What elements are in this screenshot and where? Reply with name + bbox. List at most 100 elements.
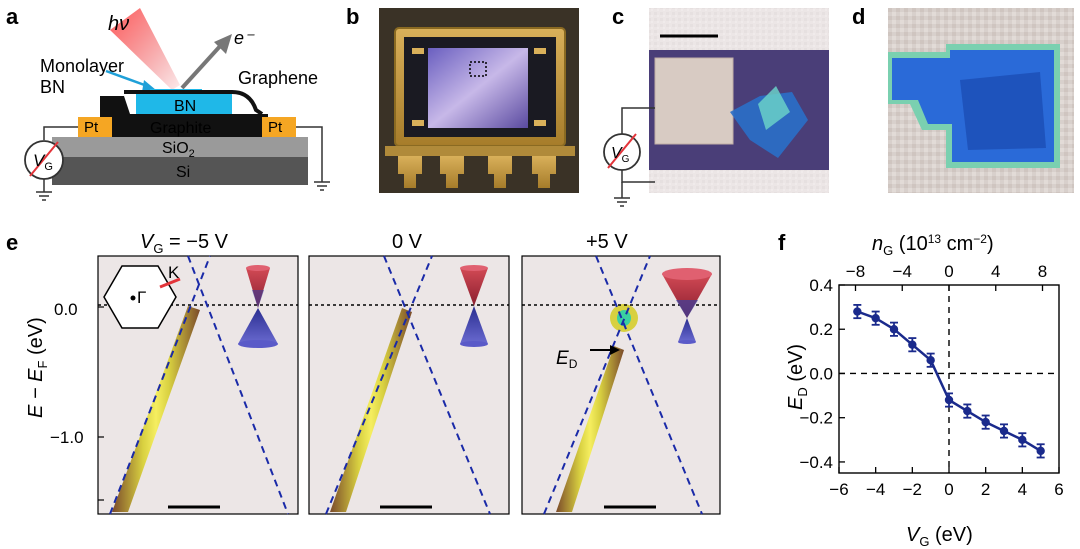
graphene-layer bbox=[124, 90, 264, 116]
pt-left-label: Pt bbox=[84, 119, 99, 136]
data-point bbox=[908, 340, 917, 349]
arpes-ytick-0: 0.0 bbox=[54, 300, 78, 319]
x-tick-label: 0 bbox=[944, 480, 953, 499]
x-tick-label: 6 bbox=[1054, 480, 1063, 499]
contact-pad bbox=[654, 57, 734, 145]
ed-arrowhead bbox=[610, 345, 620, 355]
dirac-line-right bbox=[383, 255, 491, 515]
data-point bbox=[1036, 446, 1045, 456]
y-tick-label: 0.4 bbox=[809, 276, 833, 295]
pt-right-label: Pt bbox=[268, 119, 283, 136]
data-point bbox=[871, 313, 880, 323]
pad bbox=[534, 48, 546, 54]
hv-label: hν bbox=[108, 13, 129, 35]
data-point bbox=[889, 325, 899, 334]
region-marker bbox=[469, 61, 487, 77]
graphite-layer bbox=[100, 96, 268, 137]
arpes-title-2: 0 V bbox=[392, 231, 423, 253]
monolayer-label-bn: BN bbox=[40, 77, 65, 97]
vg-label: VG bbox=[33, 151, 53, 173]
gamma-point bbox=[130, 295, 136, 301]
arpes-map-1: K Γ bbox=[97, 255, 299, 515]
dirac-cone-icon bbox=[238, 265, 278, 348]
wire-c bbox=[621, 107, 655, 136]
data-point bbox=[1018, 435, 1027, 445]
sio2-label: SiO2 bbox=[162, 140, 195, 160]
map-interior bbox=[960, 72, 1046, 150]
x-tick-label: −2 bbox=[903, 480, 922, 499]
electron-arrow bbox=[180, 42, 224, 90]
x-tick-label: 2 bbox=[981, 480, 990, 499]
pad bbox=[412, 48, 424, 54]
dirac-cone-icon bbox=[460, 265, 488, 347]
chart-xlabel: VG (eV) bbox=[906, 524, 973, 549]
y-tick-label: −0.4 bbox=[799, 453, 833, 472]
top-tick-label: −8 bbox=[846, 262, 865, 281]
monolayer-label: Monolayer bbox=[40, 56, 124, 76]
graphene-label: Graphene bbox=[238, 68, 318, 88]
band-intensity bbox=[330, 308, 412, 512]
ground-icon-right bbox=[314, 181, 330, 191]
wire-left bbox=[43, 126, 78, 140]
data-point bbox=[926, 356, 935, 365]
panel-b: b bbox=[346, 4, 579, 193]
y-tick-label: −0.2 bbox=[799, 409, 833, 428]
chip-pins bbox=[398, 156, 556, 188]
pad bbox=[412, 120, 424, 126]
electron-label: e⁻ bbox=[234, 28, 255, 48]
ed-label: ED bbox=[556, 348, 578, 371]
panel-label-e: e bbox=[6, 230, 18, 255]
wire-right bbox=[296, 126, 323, 182]
monolayer-arrow bbox=[105, 69, 151, 89]
carrier-base bbox=[385, 146, 575, 156]
arpes-map-2 bbox=[308, 255, 510, 515]
panel-label-a: a bbox=[6, 4, 19, 29]
top-tick-label: 8 bbox=[1038, 262, 1047, 281]
dirac-line-right bbox=[187, 255, 289, 515]
electron-arrowhead bbox=[214, 34, 232, 54]
ground-icon bbox=[614, 197, 630, 207]
x-tick-label: 4 bbox=[1018, 480, 1027, 499]
pt-left bbox=[78, 117, 112, 137]
panel-label-c: c bbox=[612, 4, 624, 29]
panel-label-b: b bbox=[346, 4, 359, 29]
sio2-layer bbox=[52, 137, 308, 157]
arpes-title-3: +5 V bbox=[586, 231, 628, 253]
bn-label: BN bbox=[174, 98, 196, 115]
ground-icon bbox=[36, 191, 52, 201]
panel-a: a hν e⁻ Monolayer BN Graphene Si SiO2 Gr… bbox=[6, 4, 330, 201]
chart-top-xlabel: nG (1013 cm−2) bbox=[872, 232, 994, 258]
x-tick-label: −4 bbox=[866, 480, 885, 499]
arpes-title-1: VG = −5 V bbox=[140, 231, 229, 256]
data-point bbox=[963, 406, 972, 416]
band-intensity bbox=[112, 306, 200, 512]
bn-layer bbox=[136, 94, 232, 114]
panel-d: d bbox=[852, 4, 1074, 193]
dirac-line-right bbox=[595, 255, 703, 515]
si-label: Si bbox=[176, 164, 190, 181]
panel-e: e VG = −5 V 0 V +5 V E − EF (eV) 0.0 −1.… bbox=[6, 230, 721, 515]
data-point bbox=[853, 307, 862, 316]
pad bbox=[534, 120, 546, 126]
panel-c: c VG bbox=[603, 4, 829, 207]
top-tick-label: 4 bbox=[991, 262, 1000, 281]
k-point-marker bbox=[159, 277, 181, 289]
y-tick-label: 0.2 bbox=[809, 320, 833, 339]
source-arrow bbox=[29, 141, 59, 177]
top-tick-label: −4 bbox=[893, 262, 912, 281]
bz-k-label: K bbox=[168, 263, 180, 282]
si-layer bbox=[52, 157, 308, 185]
chart-ylabel: ED (eV) bbox=[785, 344, 810, 410]
y-tick-label: 0.0 bbox=[809, 364, 833, 383]
arpes-ylabel: E − EF (eV) bbox=[25, 317, 50, 418]
sample-chip bbox=[428, 48, 528, 128]
top-tick-label: 0 bbox=[944, 262, 953, 281]
panel-label-f: f bbox=[778, 230, 786, 255]
source-arrow bbox=[607, 133, 637, 169]
pt-right bbox=[262, 117, 296, 137]
bz-gamma-label: Γ bbox=[137, 288, 146, 307]
chart-marks bbox=[853, 304, 1045, 459]
